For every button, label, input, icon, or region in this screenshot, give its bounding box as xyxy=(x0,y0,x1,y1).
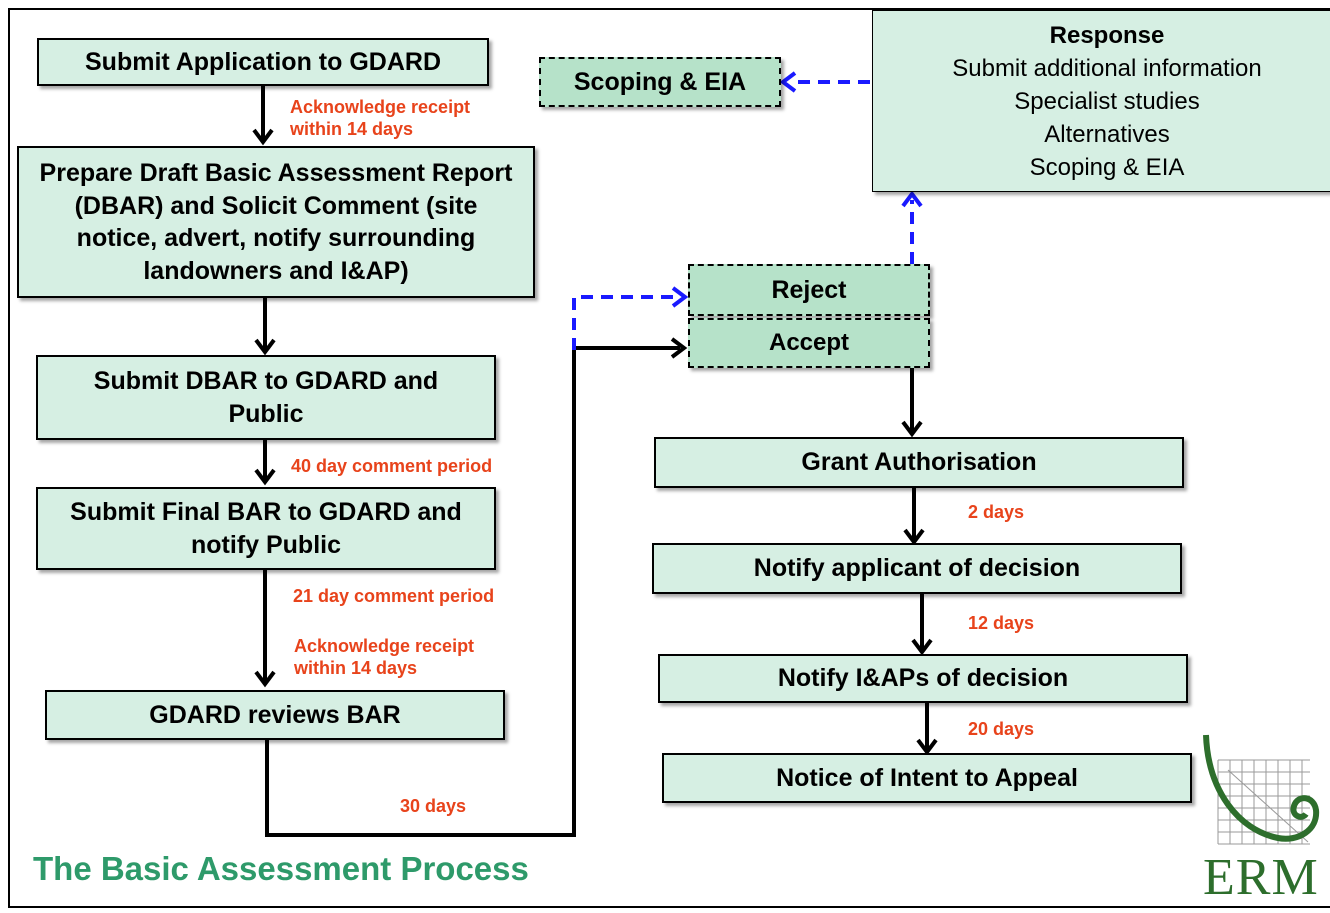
arrowhead-accept xyxy=(670,337,688,359)
note-line: within 14 days xyxy=(294,658,418,678)
note-acknowledge-1: Acknowledge receipt within 14 days xyxy=(290,96,470,140)
arrowhead-6 xyxy=(903,528,925,546)
submit-application-box: Submit Application to GDARD xyxy=(37,38,489,86)
gdard-reviews-label: GDARD reviews BAR xyxy=(149,700,401,729)
arrowhead-2 xyxy=(254,338,276,356)
response-item: Scoping & EIA xyxy=(1029,154,1185,181)
note-2-days: 2 days xyxy=(968,502,1025,522)
response-box: Response Submit additional information S… xyxy=(872,10,1330,192)
note-line: Acknowledge receipt xyxy=(290,97,471,117)
response-item: Submit additional information xyxy=(952,55,1262,82)
reject-label: Reject xyxy=(771,275,847,304)
scoping-eia-box: Scoping & EIA xyxy=(539,57,781,107)
dashed-path-to-reject xyxy=(572,295,680,350)
prepare-dbar-label: Prepare Draft Basic Assessment Report (D… xyxy=(39,159,513,285)
arrowhead-1 xyxy=(252,128,274,146)
note-line: within 14 days xyxy=(290,119,414,139)
note-30-days: 30 days xyxy=(400,796,467,816)
diagram-frame xyxy=(8,8,1330,908)
accept-label: Accept xyxy=(768,329,850,357)
arrowhead-5 xyxy=(901,420,923,438)
response-item: Specialist studies xyxy=(1014,88,1200,115)
notice-appeal-label: Notice of Intent to Appeal xyxy=(776,763,1078,792)
note-acknowledge-2: Acknowledge receipt within 14 days xyxy=(294,635,474,679)
arrowhead-7 xyxy=(911,638,933,656)
submit-application-label: Submit Application to GDARD xyxy=(85,47,441,76)
erm-logo-text: ERM xyxy=(1203,849,1319,906)
arrowhead-3 xyxy=(254,468,276,486)
gdard-reviews-box: GDARD reviews BAR xyxy=(45,690,505,740)
scoping-eia-label: Scoping & EIA xyxy=(573,67,747,96)
note-12-days: 12 days xyxy=(968,613,1035,633)
note-comment-40: 40 day comment period xyxy=(291,456,493,476)
accept-box: Accept xyxy=(688,318,930,368)
submit-dbar-label: Submit DBAR to GDARD and Public xyxy=(93,367,439,428)
notify-iaps-label: Notify I&APs of decision xyxy=(777,664,1069,693)
arrowhead-8 xyxy=(916,738,938,756)
dashed-arrowhead-response xyxy=(901,190,923,208)
path-review-to-accept xyxy=(265,346,680,837)
arrowhead-4 xyxy=(254,670,276,688)
notice-appeal-box: Notice of Intent to Appeal xyxy=(662,753,1192,803)
submit-final-bar-label: Submit Final BAR to GDARD and notify Pub… xyxy=(70,498,462,559)
response-item: Alternatives xyxy=(1044,121,1170,148)
note-comment-21: 21 day comment period xyxy=(293,586,495,606)
grant-authorisation-label: Grant Authorisation xyxy=(801,448,1037,477)
dashed-arrowhead-reject xyxy=(671,286,689,308)
erm-logo-icon xyxy=(1203,734,1320,845)
note-line: Acknowledge receipt xyxy=(294,636,475,656)
page-title: The Basic Assessment Process xyxy=(33,850,529,887)
submit-final-bar-box: Submit Final BAR to GDARD and notify Pub… xyxy=(36,487,496,570)
notify-iaps-box: Notify I&APs of decision xyxy=(658,654,1188,703)
grant-authorisation-box: Grant Authorisation xyxy=(654,437,1184,488)
note-20-days: 20 days xyxy=(968,719,1035,739)
prepare-dbar-box: Prepare Draft Basic Assessment Report (D… xyxy=(17,146,535,298)
submit-dbar-box: Submit DBAR to GDARD and Public xyxy=(36,355,496,440)
reject-box: Reject xyxy=(688,264,930,316)
dashed-arrowhead-scoping xyxy=(779,71,797,93)
notify-applicant-box: Notify applicant of decision xyxy=(652,543,1182,594)
response-heading: Response xyxy=(1049,22,1165,49)
notify-applicant-label: Notify applicant of decision xyxy=(753,554,1081,583)
